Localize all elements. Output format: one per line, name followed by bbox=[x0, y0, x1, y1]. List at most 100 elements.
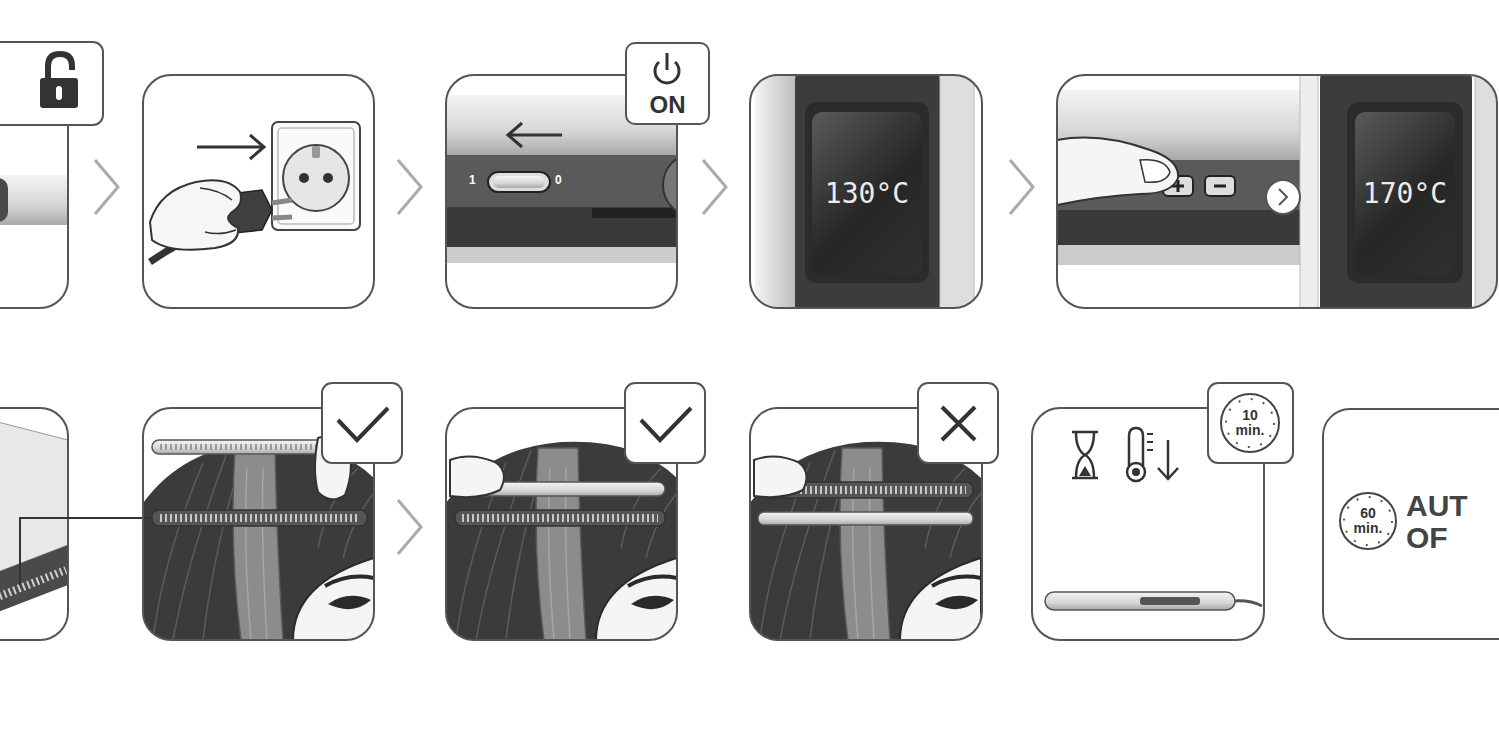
comb-teeth bbox=[462, 514, 658, 522]
padlock-shackle bbox=[48, 54, 72, 78]
leader-line bbox=[20, 518, 152, 585]
plug-pins bbox=[272, 200, 292, 218]
step-chevron bbox=[398, 500, 421, 554]
step-chevron bbox=[1010, 160, 1033, 214]
slot bbox=[592, 208, 677, 218]
display-housing bbox=[1320, 75, 1472, 308]
divider bbox=[1300, 75, 1318, 308]
display-closeup bbox=[755, 75, 974, 308]
down-arrow bbox=[1167, 440, 1170, 478]
thermometer-bulb bbox=[1127, 463, 1145, 481]
comb-teeth bbox=[0, 570, 66, 598]
comb-plate bbox=[0, 545, 68, 615]
step-panel bbox=[1057, 75, 1497, 308]
finger-lines bbox=[200, 188, 236, 234]
housing-bottom bbox=[1057, 210, 1305, 245]
comb-plate bbox=[152, 510, 367, 526]
display-bezel bbox=[1347, 102, 1463, 283]
display-housing bbox=[795, 75, 940, 308]
handle-strip bbox=[1475, 75, 1497, 308]
switch-position: 1 bbox=[469, 174, 476, 186]
node-text: 10 min. bbox=[1232, 408, 1268, 437]
handle-strip bbox=[755, 75, 795, 308]
timer-badge bbox=[1208, 383, 1293, 463]
cross-mark bbox=[942, 407, 975, 440]
thermometer-ticks bbox=[1147, 434, 1153, 450]
check-mark bbox=[641, 408, 691, 440]
top-plate bbox=[152, 440, 342, 454]
switch-band bbox=[446, 155, 677, 207]
hand bbox=[450, 456, 504, 497]
clock-ticks bbox=[1344, 497, 1392, 545]
timer-clock: 10 min. bbox=[1220, 393, 1280, 453]
step-chevron bbox=[703, 160, 726, 214]
step-panel bbox=[143, 75, 374, 308]
check-badge bbox=[625, 383, 705, 463]
hand bbox=[754, 456, 807, 497]
check-mark bbox=[338, 408, 388, 440]
socket-hole bbox=[323, 173, 333, 183]
step-chevron bbox=[398, 160, 421, 214]
fingernail bbox=[1140, 160, 1170, 183]
hourglass-sand bbox=[1079, 466, 1091, 476]
temperature-setting bbox=[1057, 75, 1497, 308]
arrow-head bbox=[508, 123, 522, 147]
temperature-display: 170°C bbox=[1355, 112, 1455, 275]
lock-badge bbox=[0, 42, 103, 125]
minus-button bbox=[1205, 176, 1235, 196]
wall-plate bbox=[272, 122, 360, 230]
auto-off-clock: 60 min. bbox=[1339, 492, 1397, 550]
temperature-display: 130°C bbox=[812, 112, 922, 275]
switch-position: 0 bbox=[555, 174, 562, 186]
hinge bbox=[663, 153, 677, 217]
hourglass bbox=[1072, 432, 1098, 478]
arrow-head bbox=[250, 135, 264, 159]
node-text: 60 min. bbox=[1350, 506, 1386, 535]
node-text: AUT OF bbox=[1406, 490, 1480, 553]
result-chevron bbox=[1279, 189, 1287, 205]
auto-off-panel: AUT OF 60 min. bbox=[1322, 408, 1499, 640]
step-panel bbox=[750, 75, 982, 308]
finger bbox=[1057, 138, 1178, 205]
bottom-plate bbox=[758, 512, 973, 525]
control-strip bbox=[1140, 597, 1200, 605]
result-arrow bbox=[1266, 180, 1300, 214]
earth-pin bbox=[312, 146, 320, 158]
comb-teeth bbox=[160, 514, 360, 522]
direction-arrow bbox=[510, 134, 562, 137]
direction-arrow bbox=[197, 146, 262, 149]
handle-strip bbox=[940, 75, 974, 308]
padlock-keyhole bbox=[56, 86, 62, 100]
minus-sign bbox=[1214, 185, 1226, 188]
step-chevron bbox=[95, 160, 118, 214]
resting-straightener bbox=[1045, 592, 1235, 610]
straightener-body bbox=[0, 175, 68, 225]
cord bbox=[1235, 601, 1262, 606]
thermometer-fill bbox=[1132, 468, 1140, 476]
plate-edge bbox=[446, 247, 677, 263]
clock-ticks bbox=[1226, 399, 1274, 447]
padlock-body bbox=[40, 78, 78, 108]
straightener-cap bbox=[0, 178, 8, 222]
cross-badge bbox=[918, 383, 998, 463]
check-badge bbox=[322, 383, 402, 463]
comb-plate bbox=[455, 510, 665, 526]
socket bbox=[283, 145, 349, 211]
node-text: ON bbox=[650, 93, 686, 117]
node-text: 130°C bbox=[825, 177, 909, 210]
node-text: 170°C bbox=[1363, 177, 1447, 210]
switch-knob bbox=[493, 176, 545, 188]
wall-plate-bevel bbox=[278, 128, 354, 224]
plate-edge bbox=[1057, 245, 1305, 265]
plate-ridges bbox=[160, 444, 335, 450]
power-badge: ON bbox=[625, 42, 710, 125]
slide-switch bbox=[488, 172, 550, 192]
thermometer bbox=[1129, 428, 1143, 466]
hand bbox=[150, 180, 241, 249]
display-bezel bbox=[805, 102, 929, 283]
step-panel bbox=[0, 408, 68, 640]
straightener-tip bbox=[0, 175, 68, 225]
arrow-head bbox=[1158, 468, 1178, 479]
